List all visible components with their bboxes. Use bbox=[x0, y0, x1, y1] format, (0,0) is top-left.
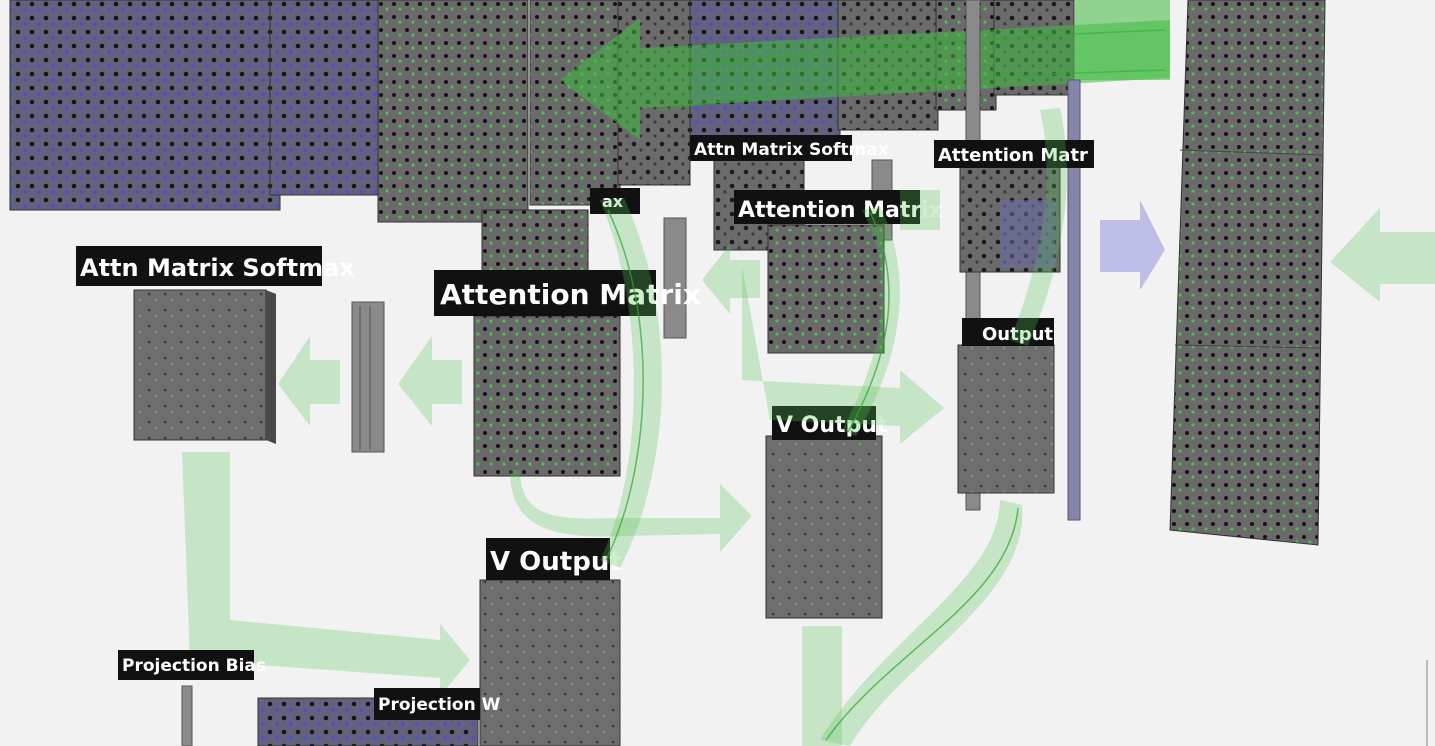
front-attention-group: Attention Matrix bbox=[434, 270, 701, 477]
projection-bias-label: Projection Bias bbox=[122, 656, 266, 676]
projection-w-group: Projection W bbox=[257, 688, 501, 746]
arrow-mid-to-back bbox=[742, 266, 944, 444]
front-v-output-label: V Output bbox=[490, 547, 622, 577]
front-softmax-matrix[interactable] bbox=[133, 289, 267, 441]
mid-attention-group: Attention Matrix bbox=[734, 190, 943, 354]
top-flow-arrow bbox=[560, 0, 1170, 140]
mid-attention-label: Attention Matrix bbox=[738, 198, 943, 223]
mid-attention-matrix[interactable] bbox=[767, 224, 885, 354]
ribbon-mid bbox=[842, 206, 900, 436]
ribbon-back bbox=[1010, 108, 1067, 346]
projection-bias-group: Projection Bias bbox=[118, 650, 266, 746]
right-tall-matrix[interactable] bbox=[1169, 0, 1326, 546]
back-attention-label-bg bbox=[934, 140, 1094, 168]
top-arrow-shape bbox=[560, 18, 1170, 140]
projection-w-label: Projection W bbox=[378, 695, 501, 715]
projection-bias-bar[interactable] bbox=[181, 685, 193, 746]
right-tall-matrix-group bbox=[1169, 0, 1326, 546]
ribbon-bottom bbox=[820, 500, 1023, 746]
top-left-matrix[interactable] bbox=[9, 0, 281, 211]
top-matrix-row bbox=[9, 0, 1075, 223]
mid-softmax-label: Attn Matrix Softmax bbox=[694, 140, 889, 160]
flow-arrows bbox=[182, 108, 1067, 746]
blue-arrow bbox=[1100, 200, 1165, 290]
back-v-output-label: Output bbox=[982, 324, 1053, 345]
back-attention-label: Attention Matr bbox=[938, 145, 1088, 166]
arrow-softmax-to-v bbox=[182, 452, 470, 696]
front-softmax-group: Attn Matrix Softmax bbox=[76, 246, 355, 444]
mid-v-output-group: V Output bbox=[765, 406, 888, 619]
mid-bar[interactable] bbox=[663, 217, 687, 339]
back-v-output-group: Output bbox=[957, 318, 1055, 494]
right-incoming-arrow bbox=[1330, 208, 1435, 302]
front-attention-label: Attention Matrix bbox=[440, 278, 701, 311]
mid-v-output-matrix[interactable] bbox=[765, 435, 883, 619]
top-flow-source bbox=[1075, 0, 1170, 80]
softmax-partial-label: ax bbox=[602, 192, 624, 211]
tall-blue-bar[interactable] bbox=[1067, 79, 1081, 521]
arrow-to-softmax bbox=[278, 336, 340, 426]
left-bar[interactable] bbox=[351, 301, 385, 453]
front-v-output-matrix[interactable] bbox=[479, 579, 621, 746]
arrow-mid-left bbox=[702, 244, 760, 314]
top-matrix-3[interactable] bbox=[377, 0, 529, 223]
ribbon-front bbox=[600, 198, 662, 568]
mid-v-output-label: V Output bbox=[776, 413, 888, 438]
arrow-front-to-mid bbox=[510, 470, 752, 552]
arrow-fragment bbox=[900, 190, 940, 230]
front-v-output-group: V Output bbox=[479, 538, 622, 746]
front-softmax-label: Attn Matrix Softmax bbox=[80, 254, 355, 282]
front-attention-matrix[interactable] bbox=[473, 315, 621, 477]
back-v-output-matrix[interactable] bbox=[957, 344, 1055, 494]
arrow-to-bias bbox=[398, 336, 462, 426]
arrow-bottom-vertical bbox=[802, 626, 842, 746]
back-attention-group: Attention Matr bbox=[934, 140, 1094, 273]
top-matrix-2[interactable] bbox=[269, 0, 381, 196]
